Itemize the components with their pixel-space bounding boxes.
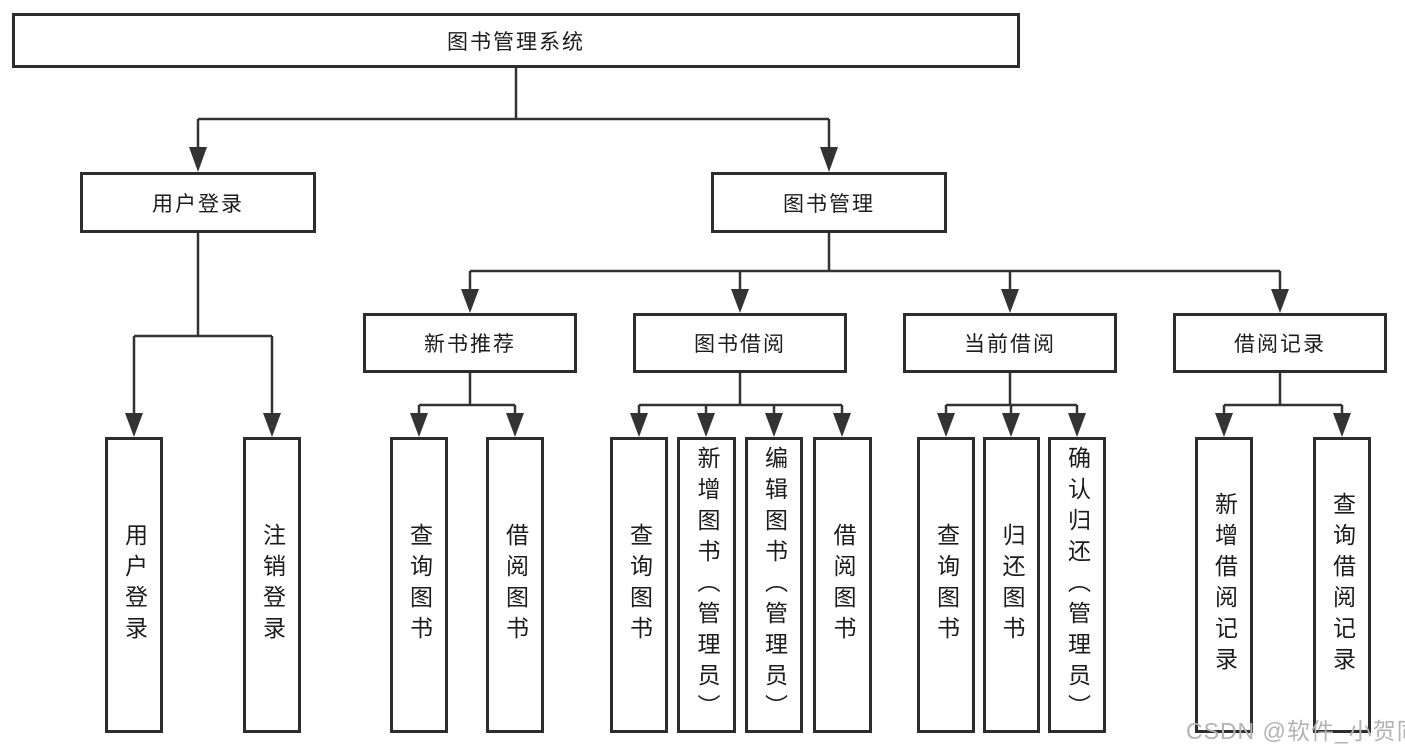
node-label: 归还图书	[999, 523, 1025, 647]
node-new-book-recommend: 新书推荐	[363, 313, 577, 373]
leaf-logout: 注销登录	[243, 437, 301, 733]
arrow-down-icon	[125, 413, 143, 437]
node-label: 确认归还（管理员）	[1064, 445, 1091, 725]
arrow-down-icon	[461, 289, 479, 313]
node-label: 编辑图书（管理员）	[761, 445, 788, 725]
node-label: 当前借阅	[964, 333, 1056, 356]
node-book-borrow: 图书借阅	[633, 313, 847, 373]
node-label: 注销登录	[259, 523, 286, 647]
node-user-login: 用户登录	[80, 172, 316, 233]
node-label: 查询图书	[406, 523, 433, 647]
arrow-down-icon	[833, 413, 851, 437]
arrow-down-icon	[1271, 289, 1289, 313]
arrow-down-icon	[1333, 413, 1351, 437]
node-label: 借阅图书	[830, 523, 856, 647]
node-label: 新书推荐	[424, 333, 516, 356]
arrow-down-icon	[937, 413, 955, 437]
node-label: 用户登录	[121, 523, 148, 647]
leaf-edit-books-admin: 编辑图书（管理员）	[745, 437, 803, 733]
node-label: 查询借阅记录	[1329, 492, 1356, 678]
node-current-borrow: 当前借阅	[903, 313, 1117, 373]
arrow-down-icon	[1215, 413, 1233, 437]
arrow-down-icon	[820, 147, 838, 172]
leaf-borrow-books-recommend: 借阅图书	[486, 437, 544, 733]
node-label: 图书借阅	[694, 333, 786, 356]
node-label: 图书管理	[783, 192, 875, 216]
leaf-add-books-admin: 新增图书（管理员）	[677, 437, 736, 733]
node-label: 查询图书	[626, 523, 653, 647]
arrow-down-icon	[1068, 413, 1086, 437]
csdn-watermark: CSDN @软件_小贺同学	[1186, 718, 1405, 744]
node-label: 新增图书（管理员）	[694, 445, 720, 725]
arrow-down-icon	[697, 413, 715, 437]
arrow-down-icon	[189, 147, 207, 172]
arrow-down-icon	[410, 413, 428, 437]
arrow-down-icon	[1001, 289, 1019, 313]
node-label: 借阅图书	[502, 523, 529, 647]
arrow-down-icon	[1002, 413, 1020, 437]
node-borrow-records: 借阅记录	[1173, 313, 1387, 373]
arrow-down-icon	[263, 413, 281, 437]
node-label: 用户登录	[152, 192, 244, 216]
node-label: 查询图书	[933, 523, 960, 647]
leaf-query-books-borrow: 查询图书	[610, 437, 668, 733]
arrow-down-icon	[731, 289, 749, 313]
arrow-down-icon	[506, 413, 524, 437]
leaf-user-login: 用户登录	[105, 437, 163, 733]
node-label: 图书管理系统	[447, 30, 585, 54]
node-library-management-system: 图书管理系统	[12, 13, 1020, 68]
node-label: 借阅记录	[1234, 333, 1326, 356]
leaf-add-borrow-record: 新增借阅记录	[1195, 437, 1253, 733]
arrow-down-icon	[765, 413, 783, 437]
arrow-down-icon	[630, 413, 648, 437]
leaf-confirm-return-admin: 确认归还（管理员）	[1048, 437, 1106, 733]
leaf-borrow-books: 借阅图书	[813, 437, 872, 733]
leaf-query-borrow-record: 查询借阅记录	[1313, 437, 1371, 733]
leaf-query-books-current: 查询图书	[917, 437, 975, 733]
leaf-return-books: 归还图书	[983, 437, 1040, 733]
node-label: 新增借阅记录	[1211, 492, 1238, 678]
leaf-query-books-recommend: 查询图书	[390, 437, 448, 733]
node-book-management: 图书管理	[711, 172, 947, 233]
